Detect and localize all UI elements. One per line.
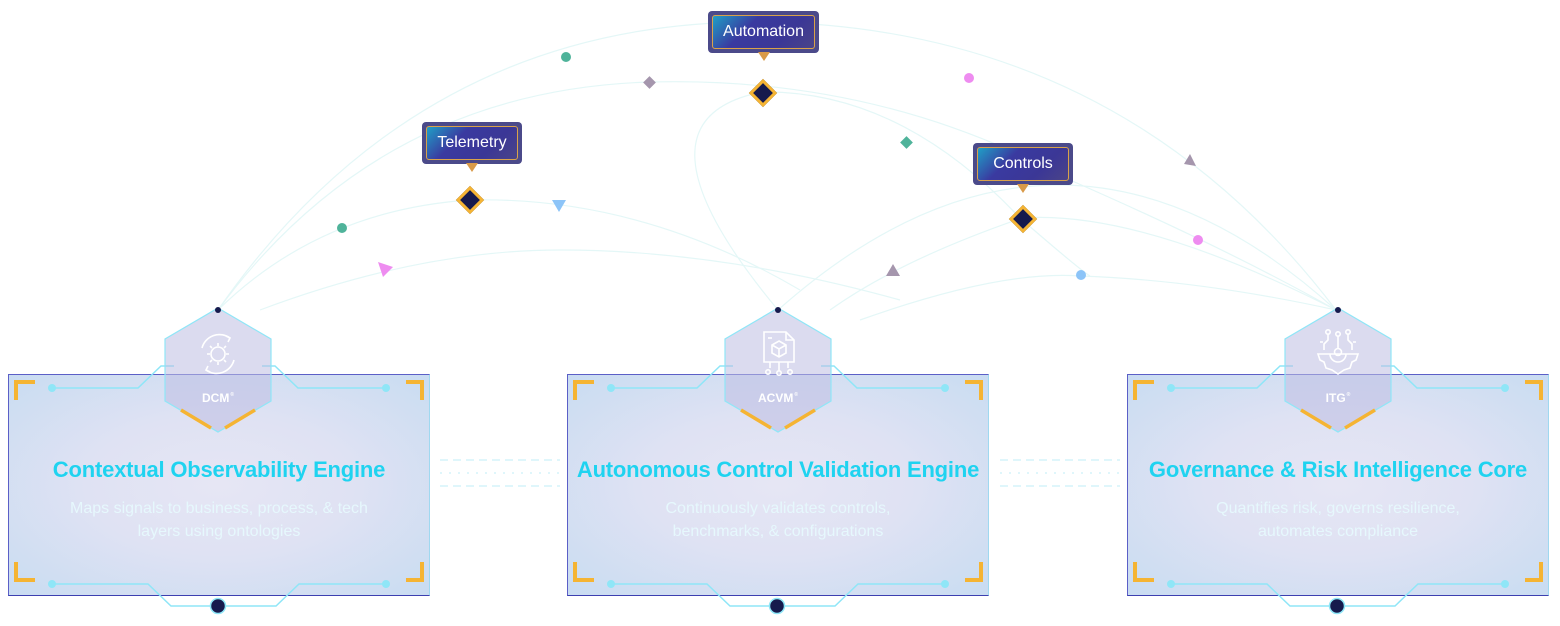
tag-pointer: [757, 52, 770, 61]
pink-triangle-marker: [378, 262, 393, 277]
mauve-triangle-marker: [1184, 154, 1196, 166]
badge-acvm: ACVM®: [723, 391, 833, 405]
teal-dot-marker: [337, 223, 347, 233]
card-description: Maps signals to business, process, & tec…: [70, 500, 368, 540]
teal-diamond-marker: [900, 136, 913, 149]
card-description: Quantifies risk, governs resilience, aut…: [1216, 500, 1460, 540]
tag-pointer: [466, 163, 478, 172]
document-cube-circuit-icon: [763, 331, 795, 376]
tag-label: Automation: [712, 15, 815, 49]
module-card-acvm[interactable]: Autonomous Control Validation Engine Con…: [567, 374, 989, 596]
pink-dot-marker: [964, 73, 974, 83]
arc: [829, 216, 1337, 311]
registered-mark: ®: [1346, 392, 1351, 398]
blue-triangle-marker: [552, 200, 566, 212]
mauve-triangle-marker: [886, 264, 900, 276]
arc: [694, 91, 1091, 311]
arc: [217, 81, 1337, 311]
card-description: Continuously validates controls, benchma…: [665, 500, 891, 540]
arc: [859, 274, 1337, 321]
arc: [777, 184, 1337, 311]
card-title: Contextual Observability Engine: [52, 457, 386, 482]
gear-circuit-icon: [1316, 328, 1360, 375]
badge-dcm: DCM®: [163, 391, 273, 405]
badge-text: DCM: [201, 391, 230, 405]
tag-automation[interactable]: Automation: [708, 11, 819, 61]
registered-mark: ®: [794, 392, 799, 398]
mauve-diamond-marker: [643, 76, 656, 89]
blue-dot-marker: [1076, 270, 1086, 280]
badge-itg: ITG®: [1283, 391, 1393, 405]
card-title: Autonomous Control Validation Engine: [576, 457, 980, 482]
tag-telemetry[interactable]: Telemetry: [422, 122, 522, 172]
module-card-itg[interactable]: Governance & Risk Intelligence Core Quan…: [1127, 374, 1549, 596]
pink-dot-marker: [1193, 235, 1203, 245]
tag-label: Telemetry: [426, 126, 518, 160]
badge-text: ACVM: [757, 391, 794, 405]
badge-text: ITG: [1325, 391, 1346, 405]
tag-pointer: [1017, 184, 1029, 193]
teal-dot-marker: [561, 52, 571, 62]
card-title: Governance & Risk Intelligence Core: [1148, 457, 1528, 482]
tag-label: Controls: [977, 147, 1069, 181]
gear-cycle-icon: [201, 333, 235, 375]
arc: [259, 249, 901, 311]
registered-mark: ®: [230, 392, 234, 398]
module-card-dcm[interactable]: Contextual Observability Engine Maps sig…: [8, 374, 430, 596]
tag-controls[interactable]: Controls: [973, 143, 1073, 193]
